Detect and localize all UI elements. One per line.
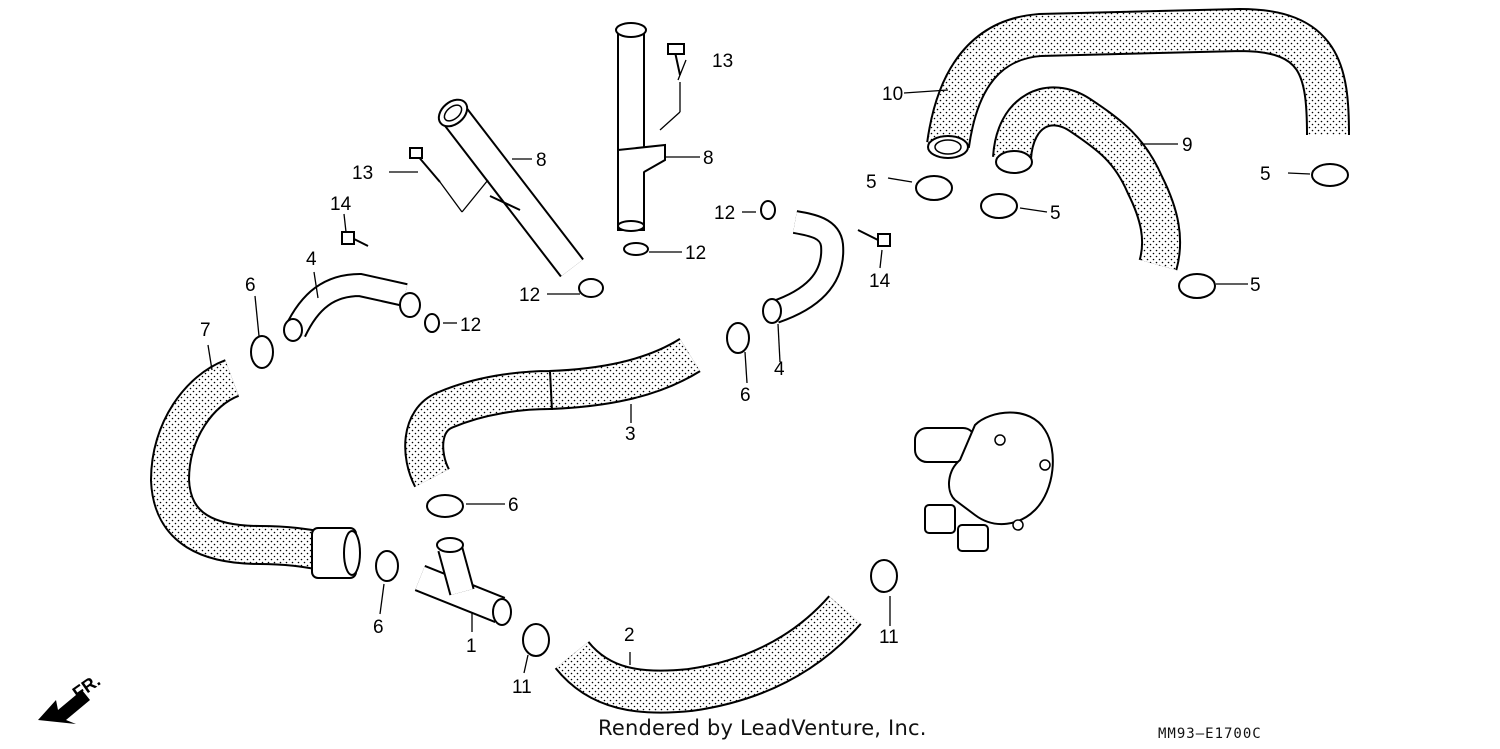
hose-2 [554, 595, 862, 714]
callout-4-left: 4 [306, 249, 317, 270]
hose-9 [992, 86, 1182, 271]
joint-1 [414, 537, 512, 626]
callout-14-a: 14 [330, 194, 352, 215]
callout-5-b: 5 [1050, 203, 1061, 224]
callout-12-d: 12 [714, 203, 735, 224]
callout-14-b: 14 [869, 271, 891, 292]
pipe-4-right [762, 210, 845, 324]
o-ring-marks [424, 200, 776, 333]
callout-6-b: 6 [740, 385, 751, 406]
callout-8-a: 8 [536, 150, 547, 171]
bolt-marks [341, 43, 891, 247]
callout-5-c: 5 [1250, 275, 1261, 296]
callout-13-a: 13 [712, 51, 733, 72]
callout-11-b: 11 [879, 627, 899, 648]
leader-lines [207, 59, 1311, 674]
callout-5-d: 5 [1260, 164, 1271, 185]
callout-5-a: 5 [866, 172, 877, 193]
thermostat-housing [914, 411, 1054, 552]
front-direction-arrow-icon: FR. [38, 670, 104, 724]
callout-12-b: 12 [685, 243, 706, 264]
callout-numbers: 1 2 3 4 4 5 5 5 5 6 6 6 6 7 8 8 9 10 11 … [200, 51, 1271, 698]
callout-12-a: 12 [519, 285, 540, 306]
hose-3 [404, 337, 701, 488]
pipe-8-left [437, 98, 584, 278]
hose-7 [149, 359, 361, 579]
callout-9: 9 [1182, 135, 1193, 156]
callout-6-c: 6 [508, 495, 519, 516]
callout-11-a: 11 [512, 677, 532, 698]
callout-8-b: 8 [703, 148, 714, 169]
callout-6-d: 6 [373, 617, 384, 638]
callout-7: 7 [200, 320, 211, 341]
pipe-4-left [283, 272, 421, 342]
callout-13-b: 13 [352, 163, 373, 184]
callout-12-c: 12 [460, 315, 481, 336]
callout-6-a: 6 [245, 275, 256, 296]
callout-2: 2 [624, 625, 635, 646]
hose-10 [926, 7, 1350, 159]
diagram-code: MM93—E1700C [1158, 726, 1262, 742]
render-credit: Rendered by LeadVenture, Inc. [598, 716, 927, 740]
callout-1: 1 [466, 636, 477, 657]
callout-10: 10 [882, 84, 903, 105]
callout-3: 3 [625, 424, 636, 445]
callout-4-right: 4 [774, 359, 785, 380]
pipe-8-center [615, 22, 666, 232]
clamp-marks [250, 163, 1349, 657]
